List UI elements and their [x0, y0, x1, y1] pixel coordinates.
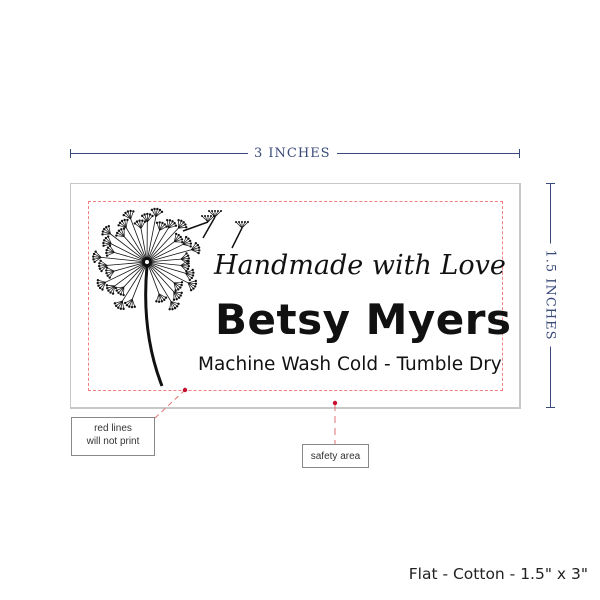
label-care-instructions: Machine Wash Cold - Tumble Dry	[198, 354, 502, 375]
red-lines-callout-line2: will not print	[86, 436, 140, 447]
width-dimension-tick-right	[519, 149, 520, 158]
red-lines-leader	[154, 389, 186, 419]
product-description: Flat - Cotton - 1.5" x 3"	[408, 565, 588, 583]
width-dimension-label: 3 INCHES	[248, 146, 337, 161]
label-tagline: Handmade with Love	[214, 250, 506, 281]
red-lines-callout: red lines will not print	[71, 417, 155, 456]
red-lines-dot	[182, 387, 188, 393]
height-dimension-tick-top	[546, 183, 555, 184]
safety-area-outline	[88, 201, 503, 391]
safety-area-callout: safety area	[302, 444, 369, 468]
safety-area-dot	[332, 400, 338, 406]
width-dimension-tick-left	[70, 149, 71, 158]
height-dimension-tick-bottom	[546, 407, 555, 408]
red-lines-callout-line1: red lines	[94, 423, 132, 434]
label-name: Betsy Myers	[215, 295, 512, 344]
